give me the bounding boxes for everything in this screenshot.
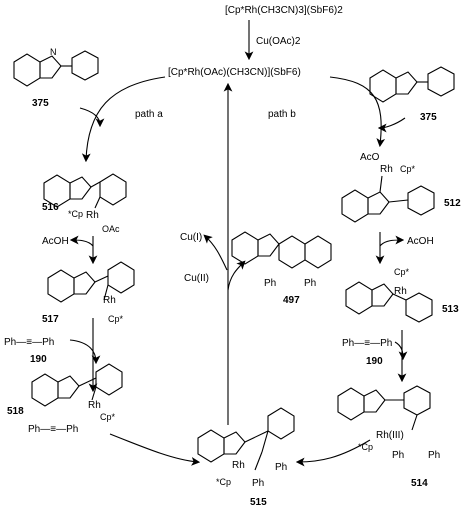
514-to-515-arrow	[295, 439, 371, 467]
compound-375-left-label: 375	[32, 98, 49, 109]
rh-518-label: Rh	[88, 400, 101, 411]
path-b-arrow	[329, 76, 386, 148]
compound-514-structure	[337, 385, 431, 431]
ph-514-a-label: Ph	[392, 450, 404, 461]
compound-375-right-label: 375	[420, 112, 437, 123]
compound-512-structure	[341, 175, 435, 223]
compound-515-structure	[197, 407, 295, 471]
compound-515-label: 515	[250, 497, 267, 508]
ph-497-a-label: Ph	[264, 278, 276, 289]
ph-497-b-label: Ph	[304, 278, 316, 289]
rh3-514-label: Rh(III)	[376, 430, 404, 441]
rh-516-label: Rh	[86, 210, 99, 221]
375-join-arrow-left	[79, 107, 105, 128]
compound-516-structure	[43, 173, 127, 209]
acoh-right-label: AcOH	[407, 236, 434, 247]
n-label: N	[50, 47, 57, 57]
compound-497-structure	[231, 231, 332, 269]
compound-518-structure	[31, 363, 123, 407]
alkyne-right-join-arrow	[394, 341, 408, 361]
cp-515-label: *Cp	[216, 477, 231, 487]
oxidant-label: Cu(OAc)2	[256, 36, 301, 47]
active-catalyst-label: [Cp*Rh(OAc)(CH3CN)](SbF6)	[168, 67, 301, 78]
cu-ii-label: Cu(II)	[184, 273, 209, 284]
compound-512-label: 512	[444, 198, 461, 209]
compound-513-label: 513	[442, 304, 459, 315]
alkyne-518-label: Ph—≡—Ph	[28, 424, 78, 435]
path-a-arrow	[81, 76, 166, 163]
oac-516-label: OAc	[102, 224, 120, 234]
cp-513-label: Cp*	[394, 267, 410, 277]
cu-i-label: Cu(I)	[180, 232, 202, 243]
rh-512-label: Rh	[380, 164, 393, 175]
cp-514-label: *Cp	[358, 442, 373, 452]
518-to-515-arrow	[109, 433, 201, 466]
rh-515-label: Rh	[232, 460, 245, 471]
aco-512-label: AcO	[360, 152, 380, 163]
catalyst-precursor-label: [Cp*Rh(CH3CN)3](SbF6)2	[225, 5, 343, 16]
497-release-arrow	[227, 260, 246, 291]
alkyne-right-label: Ph—≡—Ph	[342, 338, 392, 349]
compound-518-label: 518	[7, 406, 24, 417]
ph-515-a-label: Ph	[252, 478, 264, 489]
compound-514-label: 514	[411, 478, 428, 489]
compound-375-left-structure: N	[13, 47, 99, 87]
cp-516-label: *Cp	[68, 209, 83, 219]
alkyne-left-join-arrow	[69, 339, 101, 365]
rh-513-label: Rh	[394, 286, 407, 297]
path-a-label: path a	[135, 109, 163, 120]
compound-516-label: 516	[42, 202, 59, 213]
ph-515-b-label: Ph	[275, 462, 287, 473]
copper-redox-arrow	[203, 234, 228, 271]
compound-497-label: 497	[283, 295, 300, 306]
acoh-right-release-arrow	[379, 235, 405, 247]
acoh-left-release-arrow	[69, 235, 94, 247]
acoh-left-label: AcOH	[42, 236, 69, 247]
alkyne-left-label: Ph—≡—Ph	[4, 337, 54, 348]
cp-518-label: Cp*	[100, 412, 116, 422]
path-b-label: path b	[268, 109, 296, 120]
compound-190-left-label: 190	[30, 354, 47, 365]
cp-517-label: Cp*	[108, 314, 124, 324]
compound-517-structure	[47, 261, 135, 303]
compound-190-right-label: 190	[366, 356, 383, 367]
compound-513-structure	[345, 281, 433, 323]
rh-517-label: Rh	[103, 295, 116, 306]
compound-375-right-structure	[369, 66, 455, 103]
ph-514-b-label: Ph	[428, 450, 440, 461]
375-join-arrow-right	[377, 117, 406, 133]
compound-517-label: 517	[42, 314, 59, 325]
cp-512-label: Cp*	[400, 164, 416, 174]
